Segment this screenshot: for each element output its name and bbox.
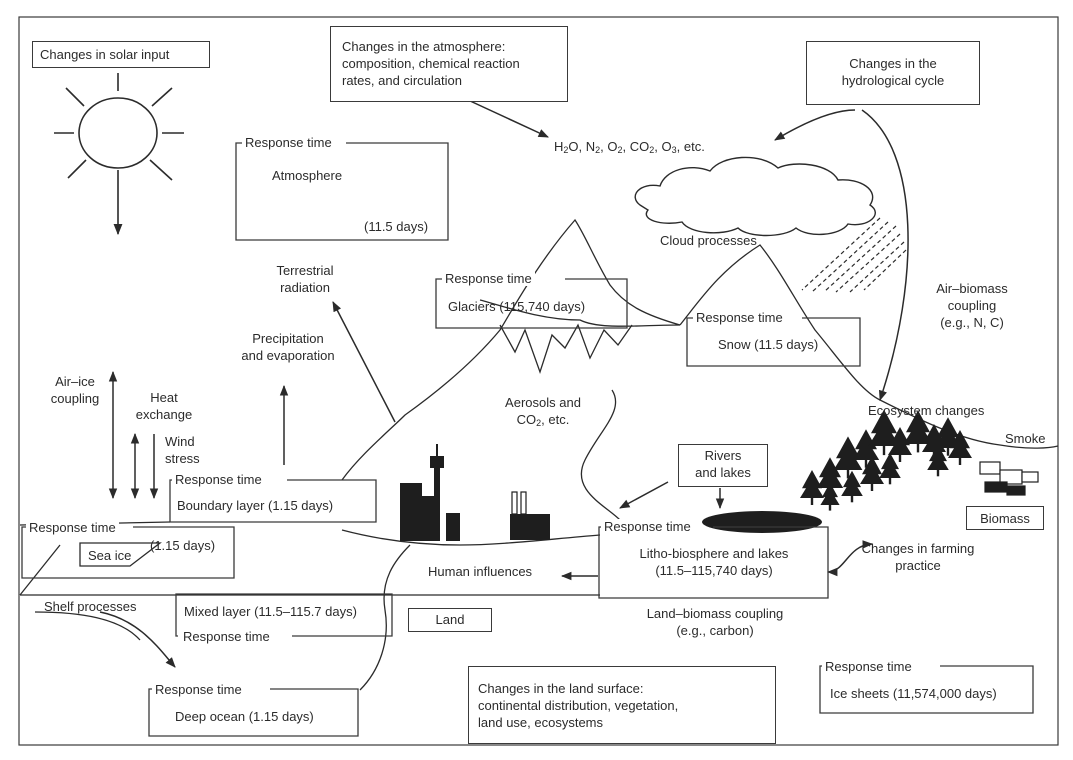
tree-trunk (958, 458, 962, 465)
tree-icon (948, 430, 972, 458)
tree-icon (879, 452, 901, 478)
smoke-icon (979, 461, 1039, 496)
ecosystem-label: Ecosystem changes (868, 403, 985, 418)
arrow-atmosphere-gases (467, 99, 549, 138)
deep-ocean-response-time: Response time (152, 682, 245, 697)
litho-response-time: Response time (601, 519, 694, 534)
rivers-label: Rivers and lakes (695, 448, 751, 480)
city-icon (400, 444, 550, 541)
outer-frame (18, 16, 1059, 746)
biomass-box (966, 506, 1044, 530)
sea-ice-response-time: Response time (26, 520, 119, 535)
sea-ice-floe (79, 542, 162, 567)
boundary-layer-label: Boundary layer (1.15 days) (177, 498, 334, 513)
atmosphere-changes-box (330, 26, 568, 102)
atmosphere-response-time: Response time (242, 135, 335, 150)
solar-input-label: Changes in solar input (40, 47, 170, 62)
tree-icon (841, 470, 863, 496)
biomass-label: Biomass (980, 511, 1030, 526)
smoke-label: Smoke (1005, 431, 1046, 446)
tree-icon (800, 470, 824, 498)
boundary-response-time: Response time (172, 472, 265, 487)
cloud-icon (634, 156, 876, 237)
lake-shape (702, 511, 822, 533)
sea-ice-label: Sea ice (88, 548, 132, 563)
wind-stress-label: Wind stress (165, 434, 200, 466)
tree-trunk (846, 470, 850, 479)
atmosphere-changes-label: Changes in the atmosphere: composition, … (342, 39, 520, 88)
arrow-rivers-river (619, 481, 669, 509)
air-ice-label: Air–ice coupling (50, 374, 100, 406)
snow-response-time: Response time (693, 310, 786, 325)
tree-icon (903, 410, 933, 444)
solar-input-box (32, 41, 210, 68)
gases-label: H2O, N2, O2, CO2, O3, etc. (554, 139, 705, 155)
mixed-layer-label: Mixed layer (11.5–115.7 days) (184, 604, 357, 619)
glaciers-label: Glaciers (115,740 days) (448, 299, 586, 314)
snow-label: Snow (11.5 days) (718, 337, 819, 352)
terrestrial-label: Terrestrial radiation (276, 263, 334, 295)
human-influences-label: Human influences (428, 564, 533, 579)
tree-trunk (850, 496, 854, 503)
tree-trunk (864, 460, 868, 468)
rain-icon (801, 217, 907, 293)
arrow-terrestrial (332, 301, 396, 423)
arrow-shelf (99, 611, 176, 668)
arrow-hydro-gases (774, 109, 856, 141)
tree-icon (927, 444, 949, 470)
tree-icon (888, 427, 912, 455)
sun-icon (54, 73, 184, 236)
mixed-response-time: Response time (180, 629, 273, 644)
hydrological-label: Changes in the hydrological cycle (841, 56, 945, 88)
bracket-lines (21, 142, 1034, 737)
arrow-farming (826, 540, 874, 577)
land-surface-label: Changes in the land surface: continental… (478, 681, 679, 730)
tree-trunk (936, 470, 940, 477)
arrows (99, 99, 909, 668)
tree-trunk (916, 444, 920, 453)
tree-trunk (946, 448, 950, 456)
tree-icon (868, 409, 900, 446)
farming-label: Changes in farming practice (861, 541, 975, 573)
tree-trunk (810, 498, 814, 505)
tree-trunk (898, 455, 902, 462)
heat-exchange-label: Heat exchange (135, 390, 193, 422)
rivers-box (678, 444, 768, 487)
tree-icon (852, 429, 880, 460)
atmosphere-title: Atmosphere (272, 168, 343, 183)
ice-sheets-response-time: Response time (822, 659, 915, 674)
precipitation-label: Precipitation and evaporation (241, 331, 335, 363)
shelf-processes-label: Shelf processes (44, 599, 137, 614)
ice-sheets-label: Ice sheets (11,574,000 days) (830, 686, 997, 701)
hydrological-box (806, 41, 980, 105)
tree-trunk (882, 446, 886, 456)
land-biomass-label: Land–biomass coupling (e.g., carbon) (646, 606, 784, 638)
air-biomass-label: Air–biomass coupling (e.g., N, C) (936, 281, 1008, 330)
atmosphere-time: (11.5 days) (364, 219, 429, 234)
land-surface-box (468, 666, 776, 744)
forest-icon (800, 409, 972, 511)
tree-trunk (888, 478, 892, 485)
land-label: Land (435, 612, 465, 627)
tree-trunk (828, 505, 832, 511)
litho-label: Litho-biosphere and lakes (11.5–115,740 … (639, 546, 789, 578)
tree-icon (860, 456, 884, 484)
tree-icon (816, 457, 844, 488)
tree-icon (833, 436, 863, 470)
glaciers-response-time: Response time (442, 271, 535, 286)
tree-icon (820, 482, 840, 505)
deep-ocean-label: Deep ocean (1.15 days) (175, 709, 314, 724)
land-box (408, 608, 492, 632)
sea-ice-time: (1.15 days) (150, 538, 216, 553)
arrow-hydro-ecosystem (861, 109, 909, 401)
tree-trunk (870, 484, 874, 491)
cloud-processes-label: Cloud processes (660, 233, 757, 248)
